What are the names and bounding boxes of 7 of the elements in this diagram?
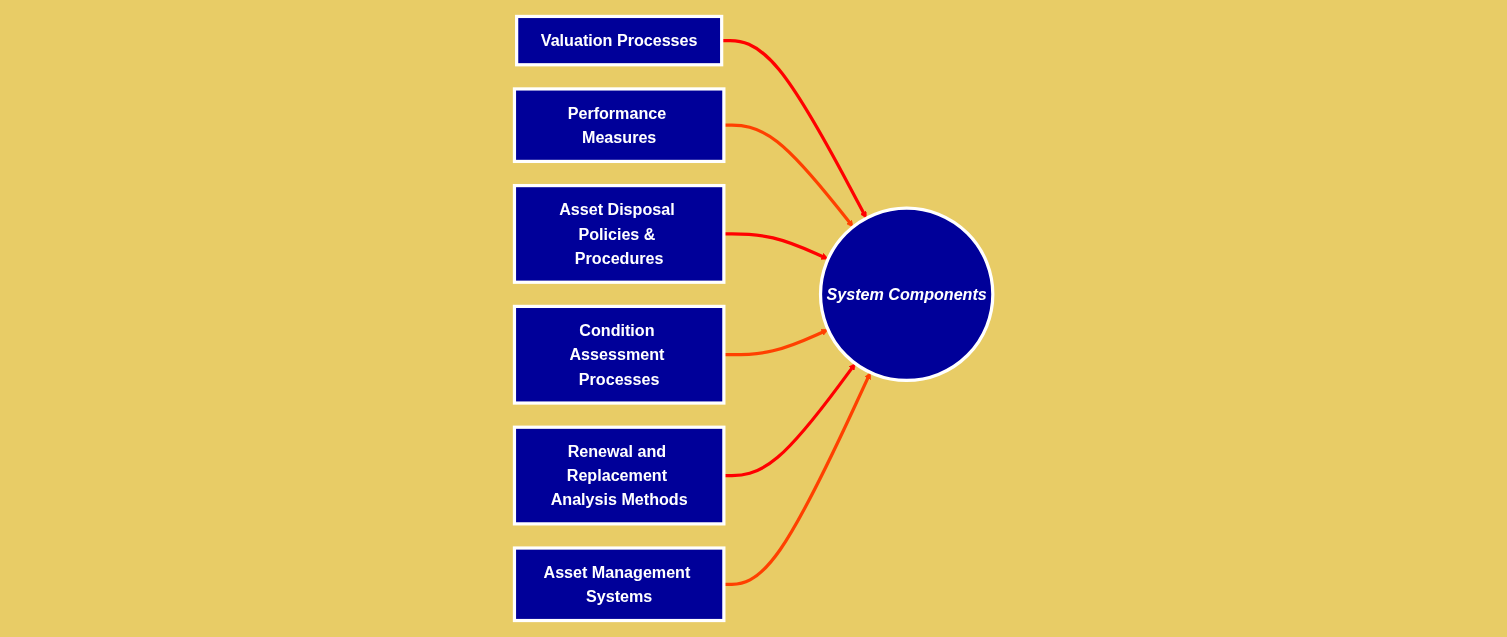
node-box: Renewal and Replacement Analysis Methods xyxy=(512,425,726,526)
node-box: Condition Assessment Processes xyxy=(512,304,726,405)
node-box: Asset Management Systems xyxy=(512,546,726,623)
node-box: Performance Measures xyxy=(512,87,726,164)
node-box: Valuation Processes xyxy=(514,14,724,67)
node-box: Asset Disposal Policies & Procedures xyxy=(512,184,726,284)
node-circle: System Components xyxy=(818,206,995,383)
